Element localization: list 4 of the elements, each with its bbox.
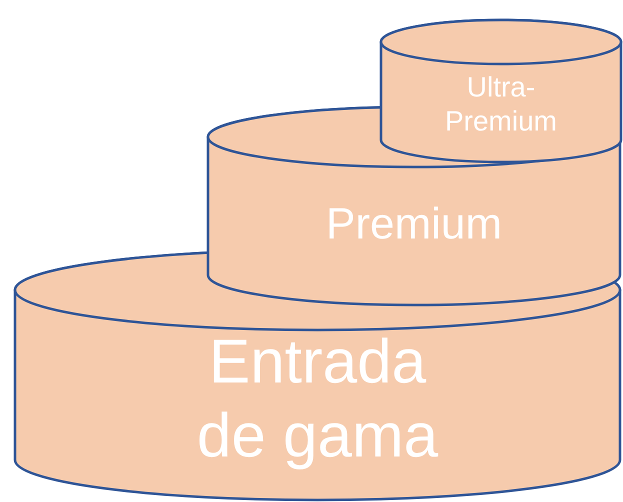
tier-label: Premium [326,198,502,251]
tier-label: Ultra-Premium [444,70,558,138]
cylinder-shape [381,20,621,162]
tier-label: Entrada de gama [196,326,440,473]
